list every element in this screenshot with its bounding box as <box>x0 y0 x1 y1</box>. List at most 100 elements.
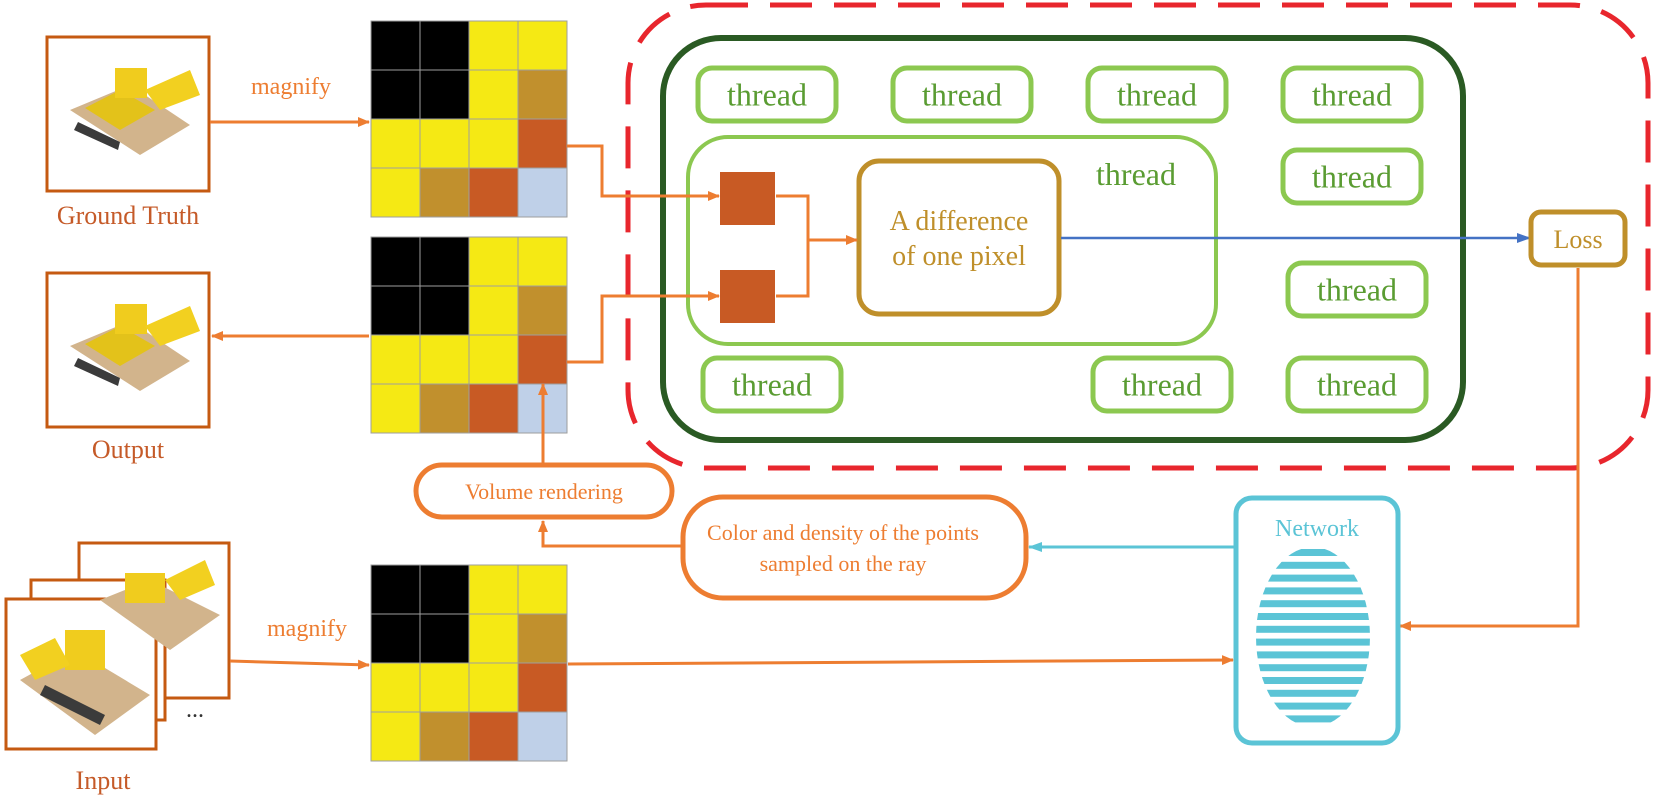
output-label: Output <box>92 435 165 464</box>
network-layer-stripe <box>1256 651 1370 659</box>
network-layers-icon <box>1256 549 1370 723</box>
network-layer-stripe <box>1256 715 1370 723</box>
input-label: Input <box>76 766 132 795</box>
bulldozer-icon <box>100 560 220 650</box>
pixel-grid-input <box>370 564 568 762</box>
thread-boxes: thread thread thread thread thread thread thre… <box>695 65 1429 414</box>
pixel-cell <box>370 236 421 287</box>
pixel-cell <box>517 711 568 762</box>
pixel-cell <box>517 69 568 120</box>
volume-rendering-label: Volume rendering <box>465 479 623 504</box>
arrow-loss-to-network <box>1399 268 1580 631</box>
color-density-line-2: sampled on the ray <box>760 551 927 576</box>
pixel-cell <box>517 613 568 664</box>
network-layer-stripe <box>1256 549 1370 556</box>
pixel-cell <box>370 69 421 120</box>
pixel-cell <box>370 118 421 169</box>
volume-rendering-box <box>413 462 675 520</box>
pixel-cell <box>419 662 470 713</box>
difference-line-1: A difference <box>890 206 1029 237</box>
network-box <box>1233 495 1401 746</box>
pixel-cell <box>468 711 519 762</box>
thread-label: thread <box>1312 77 1392 113</box>
difference-line-2: of one pixel <box>892 241 1026 272</box>
arrow-color-to-volume <box>538 520 681 548</box>
ellipsis-text: ... <box>186 697 204 723</box>
thread-box <box>700 355 844 414</box>
pixel-cell <box>419 334 470 385</box>
arrow-gt-to-pixel <box>567 144 720 201</box>
ground-truth-label: Ground Truth <box>57 201 199 230</box>
magnify-label-bottom: magnify <box>267 616 347 642</box>
thread-label: thread <box>727 77 807 113</box>
pixel-cell <box>517 564 568 615</box>
arrow-merge-top <box>776 194 810 240</box>
thread-label: thread <box>1317 367 1397 403</box>
thread-box <box>695 65 839 124</box>
thread-box <box>890 65 1034 124</box>
thread-label: thread <box>1117 77 1197 113</box>
network-layer-stripe <box>1256 613 1370 620</box>
network-layer-stripe <box>1256 689 1370 697</box>
pixel-grid-ground-truth <box>370 20 568 218</box>
thread-box <box>1280 147 1424 206</box>
pixel-cell <box>468 662 519 713</box>
pixel-cell <box>370 564 421 615</box>
thread-label: thread <box>732 367 812 403</box>
network-layer-stripe <box>1256 625 1370 633</box>
ground-truth-image <box>45 35 211 193</box>
arrow-magnify-bottom <box>229 659 370 670</box>
thread-label: thread <box>1317 272 1397 308</box>
pixel-cell <box>419 236 470 287</box>
network-layer-stripe <box>1256 664 1370 672</box>
pixel-cell <box>370 383 421 434</box>
pixel-cell <box>517 20 568 71</box>
pixel-cell <box>419 285 470 336</box>
pixel-cell <box>419 118 470 169</box>
pixel-cell <box>468 167 519 218</box>
network-label: Network <box>1275 516 1359 542</box>
pixel-cell <box>370 167 421 218</box>
arrow-output-to-pixel <box>567 291 720 364</box>
pixel-cell <box>517 167 568 218</box>
pixel-cell <box>468 383 519 434</box>
pixel-cell <box>468 334 519 385</box>
pixel-grid-output <box>370 236 568 434</box>
thread-box <box>1285 260 1429 319</box>
pixel-cell <box>468 118 519 169</box>
pixel-cell <box>468 69 519 120</box>
pixel-cell <box>468 613 519 664</box>
pixel-cell <box>468 285 519 336</box>
color-density-box <box>680 494 1029 601</box>
network-layer-stripe <box>1256 561 1370 569</box>
pixel-cell <box>419 167 470 218</box>
pixel-square-output <box>720 270 775 323</box>
network-layer-stripe <box>1256 600 1370 608</box>
output-image <box>45 271 211 429</box>
thread-label: thread <box>1312 159 1392 195</box>
pixel-cell <box>468 20 519 71</box>
pixel-cell <box>370 285 421 336</box>
bulldozer-icon <box>20 630 150 735</box>
pixel-cell <box>370 711 421 762</box>
pixel-cell <box>517 334 568 385</box>
main-thread-box <box>686 135 1218 346</box>
network-layer-stripe <box>1256 702 1370 710</box>
bulldozer-icon <box>70 68 200 155</box>
pixel-cell <box>468 564 519 615</box>
loss-box <box>1528 209 1628 268</box>
pixel-cell <box>419 69 470 120</box>
network-layer-stripe <box>1256 574 1370 582</box>
pixel-square-ground-truth <box>720 172 775 225</box>
pixel-cell <box>517 662 568 713</box>
bulldozer-icon <box>70 304 200 391</box>
pixel-cell <box>370 334 421 385</box>
pixel-cell <box>419 383 470 434</box>
arrow-merge-bottom <box>776 240 810 298</box>
thread-label: thread <box>1122 367 1202 403</box>
pixel-cell <box>370 662 421 713</box>
pixel-cell <box>419 20 470 71</box>
network-layer-stripe <box>1256 638 1370 646</box>
magnify-label-top: magnify <box>251 74 331 100</box>
